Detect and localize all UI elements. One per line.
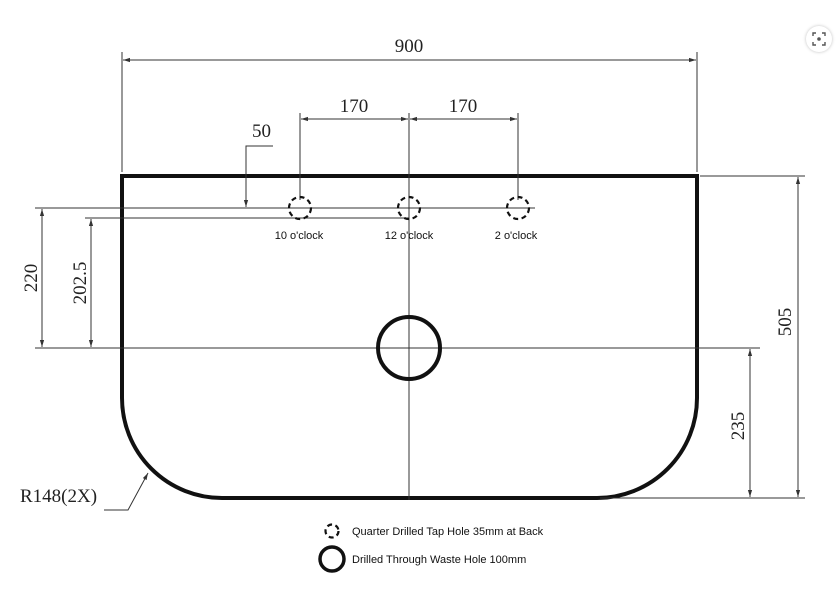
dimension-220: 220	[21, 209, 45, 347]
waste-hole	[376, 315, 442, 381]
scan-icon	[812, 32, 826, 46]
dimension-235: 235	[728, 349, 753, 497]
dimension-radius: R148(2X)	[20, 472, 149, 511]
image-viewer-button[interactable]	[806, 26, 832, 52]
dimension-505: 505	[600, 175, 805, 499]
legend-tap-hole-icon	[324, 523, 340, 539]
tap-to-waste-label: 220	[21, 264, 42, 293]
dimension-tap-spacing: 170 170	[299, 96, 519, 200]
tap-hole-label: 10 o'clock	[275, 230, 324, 242]
basin-outline	[120, 174, 699, 500]
corner-radius-label: R148(2X)	[20, 486, 97, 507]
tap-hole-label: 12 o'clock	[385, 230, 434, 242]
dimension-900: 900	[121, 36, 698, 172]
tap-hole-10-oclock	[287, 195, 313, 221]
tap-spacing-right-label: 170	[449, 96, 478, 117]
waste-offset-label: 202.5	[70, 262, 91, 305]
tap-hole-label: 2 o'clock	[495, 230, 538, 242]
overall-depth-label: 505	[775, 308, 796, 337]
back-offset-label: 50	[252, 121, 271, 142]
waste-to-front-label: 235	[728, 412, 749, 441]
legend: Quarter Drilled Tap Hole 35mm at Back Dr…	[318, 523, 544, 573]
legend-tap-hole-label: Quarter Drilled Tap Hole 35mm at Back	[352, 526, 544, 538]
legend-waste-hole-label: Drilled Through Waste Hole 100mm	[352, 554, 526, 566]
overall-width-label: 900	[395, 36, 424, 57]
tap-hole-12-oclock	[396, 195, 422, 221]
dimension-202-5: 202.5	[70, 219, 94, 347]
legend-waste-hole-icon	[318, 545, 346, 573]
tap-spacing-left-label: 170	[340, 96, 369, 117]
dimension-50: 50	[243, 121, 273, 207]
tap-hole-2-oclock	[505, 195, 531, 221]
